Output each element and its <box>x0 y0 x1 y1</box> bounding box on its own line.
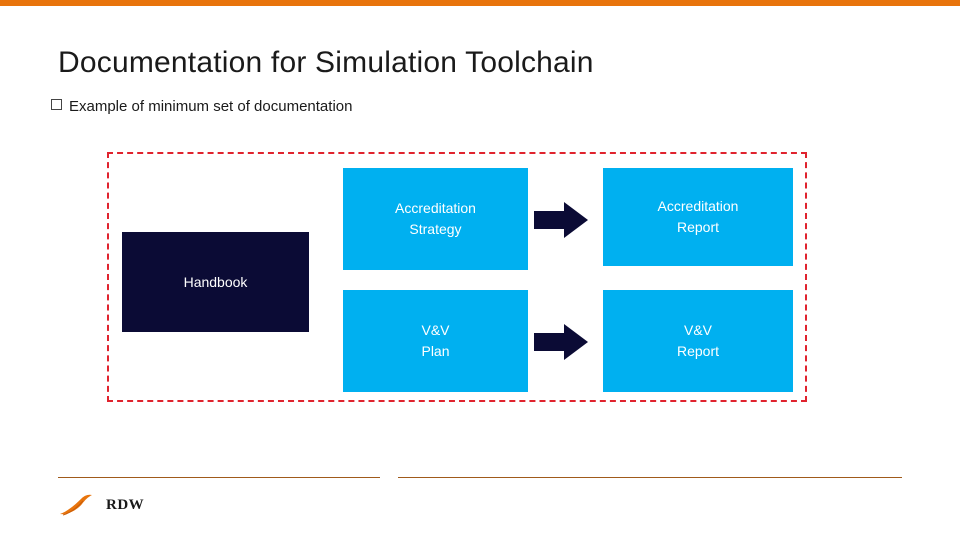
page-title: Documentation for Simulation Toolchain <box>58 46 594 79</box>
diagram-box-vv-plan-line1: V&V <box>421 322 450 338</box>
footer-divider-left <box>58 477 380 478</box>
top-accent-bar <box>0 0 960 6</box>
arrow-right-icon <box>534 202 588 238</box>
bullet-item: Example of minimum set of documentation <box>51 98 352 115</box>
footer-logo: RDW <box>58 492 144 518</box>
diagram-box-vv-report: V&V Report <box>603 290 793 392</box>
diagram-box-accreditation-report-line2: Report <box>676 219 720 235</box>
footer-logo-text: RDW <box>106 496 145 513</box>
open-square-bullet-icon <box>51 99 62 110</box>
diagram-box-accreditation-strategy: Accreditation Strategy <box>343 168 528 270</box>
diagram-box-vv-plan-line2: Plan <box>421 343 450 359</box>
diagram-box-accreditation-strategy-line2: Strategy <box>409 221 462 237</box>
diagram-box-accreditation-report: Accreditation Report <box>603 168 793 266</box>
diagram-box-handbook-label: Handbook <box>183 274 248 290</box>
footer-divider-right <box>398 477 902 478</box>
diagram-box-accreditation-report-line1: Accreditation <box>657 198 739 214</box>
diagram-box-handbook: Handbook <box>122 232 309 332</box>
diagram-box-vv-report-line1: V&V <box>683 322 712 338</box>
arrow-right-icon <box>534 324 588 360</box>
diagram-box-accreditation-strategy-line1: Accreditation <box>395 200 476 216</box>
diagram-dashed-border <box>107 152 807 402</box>
diagram-box-vv-report-line2: Report <box>676 343 720 359</box>
diagram-box-vv-plan: V&V Plan <box>343 290 528 392</box>
bullet-item-label: Example of minimum set of documentation <box>69 98 353 115</box>
rdw-logo-icon <box>60 494 92 516</box>
